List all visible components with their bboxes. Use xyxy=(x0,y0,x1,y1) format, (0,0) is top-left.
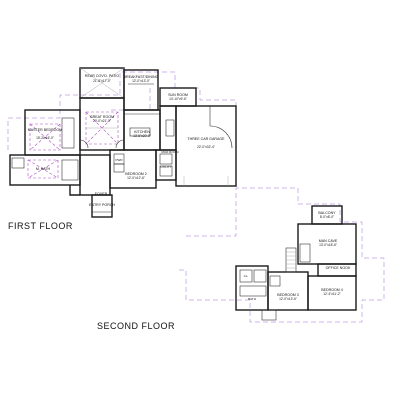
bath-name: BATH xyxy=(248,297,256,301)
breakfast-name: BREAKFAST/DINING xyxy=(124,75,159,79)
bedroom3-outline xyxy=(267,271,309,311)
closet-name: CL. xyxy=(244,274,249,278)
bedroom4-name: BEDROOM 4 xyxy=(321,288,343,292)
bedroom4-outline xyxy=(307,275,357,311)
master-bedroom-name: MASTER BEDROOM xyxy=(28,128,63,132)
kitchen-name: KITCHEN xyxy=(134,130,150,134)
second-floor-labels: BALCONY 8'-0"x8'-0" MAN CAVE 13'-0"x18'-… xyxy=(244,211,351,301)
breakfast-dims: 12'-0"x13'-0" xyxy=(132,79,150,83)
great-room-outline xyxy=(79,97,125,151)
utility-name: UTILITY xyxy=(160,165,171,169)
bedroom2-outline xyxy=(109,149,157,189)
great-room-dims: 20'-0"x21'-0" xyxy=(93,119,111,123)
first-floor-plan xyxy=(7,67,237,218)
bedroom3-name: BEDROOM 3 xyxy=(277,293,299,297)
balcony-name: BALCONY xyxy=(318,211,336,215)
master-bath-name: M. BATH xyxy=(36,167,51,171)
man-cave-name: MAN CAVE xyxy=(319,239,338,243)
entry-porch-name: ENTRY PORCH xyxy=(89,203,115,207)
second-floor-plan xyxy=(176,187,385,323)
office-nook-name: OFFICE NOOK xyxy=(326,266,351,270)
rear-patio-dims: 21'-8"x17'-0" xyxy=(93,79,111,83)
bedroom2-dims: 12'-0"x12'-6" xyxy=(127,176,145,180)
master-bedroom-dims: 15'-2"x16'-0" xyxy=(36,136,54,140)
mud-room-name: MUD ROOM xyxy=(162,150,179,154)
sun-room-dims: 14'-10"x9'-6" xyxy=(169,97,187,101)
bedroom4-dims: 12'-4"x11'-2" xyxy=(323,292,341,296)
garage-dims: 22'-0"x32'-4" xyxy=(197,145,215,149)
balcony-dims: 8'-0"x8'-0" xyxy=(320,215,334,219)
second-floor-title: SECOND FLOOR xyxy=(97,321,176,331)
man-cave-dims: 13'-0"x18'-6" xyxy=(319,243,337,247)
bedroom2-name: BEDROOM 2 xyxy=(125,172,147,176)
first-floor-labels: REAR COV'D. PATIO 21'-8"x17'-0" BREAKFAS… xyxy=(28,74,225,207)
rear-patio-name: REAR COV'D. PATIO xyxy=(85,74,120,78)
foyer-outline xyxy=(79,154,111,196)
entry-porch-outline xyxy=(91,194,113,218)
pwd-name: PWD xyxy=(116,158,124,162)
garage-outline xyxy=(175,105,237,187)
sun-room-name: SUN ROOM xyxy=(168,93,188,97)
kitchen-dims: 13'-5"x20'-0" xyxy=(133,134,151,138)
foyer-name: FOYER xyxy=(95,192,108,196)
bedroom3-dims: 12'-0"x13'-6" xyxy=(279,297,297,301)
first-floor-title: FIRST FLOOR xyxy=(8,221,73,231)
garage-name: THREE CAR GARAGE xyxy=(187,137,225,141)
great-room-name: GREAT ROOM xyxy=(90,115,114,119)
